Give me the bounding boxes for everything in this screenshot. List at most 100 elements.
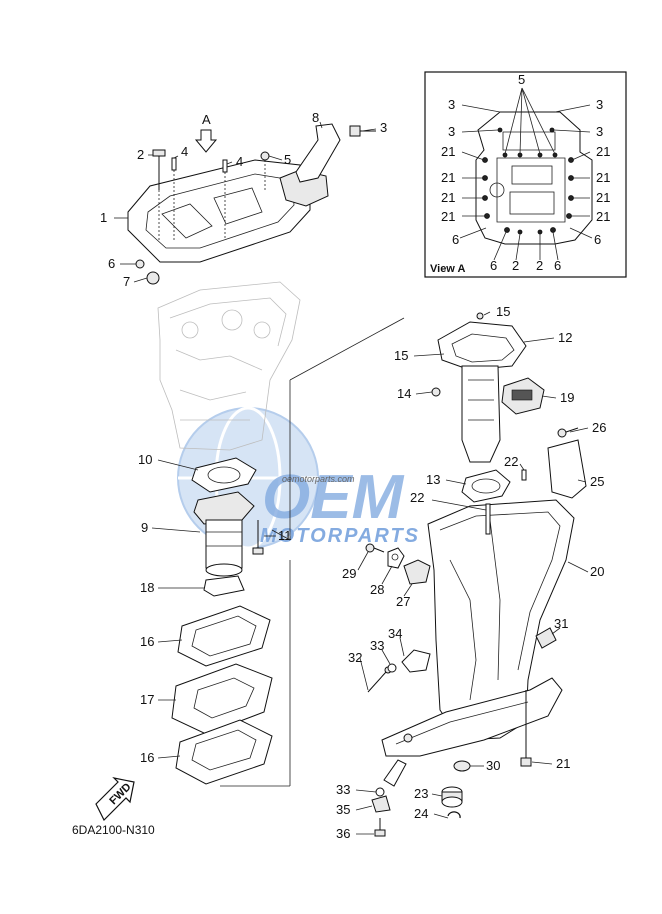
upper-plate-assembly: A (100, 110, 387, 289)
bolt-2 (152, 149, 166, 190)
callout-17: 17 (140, 692, 154, 707)
anti-ventilation-plate (381, 677, 563, 757)
callout-34: 34 (388, 626, 402, 641)
callout-22-top: 22 (504, 454, 518, 469)
callout-33-top: 33 (370, 638, 384, 653)
tube (461, 365, 501, 463)
right-upper-parts: 15 12 15 14 19 13 (394, 304, 574, 503)
callout-30: 30 (486, 758, 500, 773)
callout-21: 21 (556, 756, 570, 771)
callout-33-bottom: 33 (336, 782, 350, 797)
callout-16-bottom: 16 (140, 750, 154, 765)
upper-plate (127, 159, 311, 263)
bolt-21 (520, 690, 532, 767)
view-a-callout-21-left-2: 21 (441, 170, 455, 185)
callout-15-top: 15 (496, 304, 510, 319)
ghost-engine-block (157, 281, 301, 451)
view-a-callout-21-right-3: 21 (596, 190, 610, 205)
callout-13: 13 (426, 472, 440, 487)
view-marker-letter: A (202, 112, 211, 127)
small-parts: 29 28 27 31 34 33 32 30 23 24 33 35 36 (336, 543, 568, 841)
callout-28: 28 (370, 582, 384, 597)
group-bracket (220, 317, 405, 787)
view-a-title: View A (430, 263, 466, 275)
callout-10: 10 (138, 452, 152, 467)
callout-6: 6 (108, 256, 115, 271)
callout-20: 20 (590, 564, 604, 579)
gasket-13 (461, 469, 511, 503)
bolt-26 (557, 427, 579, 438)
callout-4-left: 4 (181, 144, 188, 159)
callout-16-top: 16 (140, 634, 154, 649)
view-a-callout-3-left-top: 3 (448, 97, 455, 112)
callout-1: 1 (100, 210, 107, 225)
view-a-callout-6-bottom-right: 6 (554, 258, 561, 273)
view-a-callout-3-right-bottom: 3 (596, 124, 603, 139)
callout-31: 31 (554, 616, 568, 631)
fwd-arrow-icon (95, 777, 135, 822)
view-a-callout-21-left-4: 21 (441, 209, 455, 224)
screw-32 (367, 666, 392, 693)
callout-23: 23 (414, 786, 428, 801)
view-a-inset: 5 3 3 3 3 21 21 21 21 21 21 21 21 6 6 6 … (424, 71, 627, 278)
view-a-callout-21-right-4: 21 (596, 209, 610, 224)
view-a-callout-21-left-1: 21 (441, 144, 455, 159)
bolt-11 (252, 520, 264, 555)
callout-35: 35 (336, 802, 350, 817)
watermark-brand: OEM (262, 463, 405, 532)
clip-28 (387, 547, 405, 569)
gasket-16-top (177, 605, 271, 667)
clip-24 (447, 811, 461, 819)
callout-14: 14 (397, 386, 411, 401)
callout-2: 2 (137, 147, 144, 162)
callout-12: 12 (558, 330, 572, 345)
fwd-indicator: FWD (95, 777, 135, 822)
gasket-16-bottom (175, 719, 273, 785)
fitting-27 (403, 559, 431, 585)
view-a-callout-21-right-2: 21 (596, 170, 610, 185)
callout-3: 3 (380, 120, 387, 135)
part-9 (193, 491, 255, 577)
view-a-callout-2-bottom-left: 2 (512, 258, 519, 273)
mount-12 (437, 321, 527, 371)
left-column-parts: 10 9 11 18 16 17 16 (138, 452, 292, 785)
callout-4-right: 4 (236, 154, 243, 169)
view-a-callout-6-bottom-left: 6 (490, 258, 497, 273)
view-a-plate (475, 111, 593, 245)
callout-22-inner: 22 (410, 490, 424, 505)
watermark-subtitle: MOTORPARTS (260, 525, 420, 547)
view-a-callout-5: 5 (518, 72, 525, 87)
drive-shaft-housing-20: 22 20 21 (381, 490, 604, 771)
callout-7: 7 (123, 274, 130, 289)
callout-36: 36 (336, 826, 350, 841)
diagram-code: 6DA2100-N310 (72, 823, 155, 837)
callout-27: 27 (396, 594, 410, 609)
callout-11: 11 (278, 528, 292, 543)
cover-plate-25: 26 25 22 (504, 420, 606, 499)
anode-31 (535, 627, 557, 649)
callout-9: 9 (141, 520, 148, 535)
grommet-23 (441, 786, 463, 808)
screw-29 (365, 543, 385, 553)
gasket-10 (191, 457, 257, 493)
bracket-8 (295, 123, 341, 183)
view-a-callout-6-left: 6 (452, 232, 459, 247)
watermark-url: oemotorparts.com (282, 474, 355, 484)
view-a-callout-2-bottom-right: 2 (536, 258, 543, 273)
callout-5: 5 (284, 152, 291, 167)
callout-26: 26 (592, 420, 606, 435)
view-a-callout-3-right-top: 3 (596, 97, 603, 112)
callout-15-left: 15 (394, 348, 408, 363)
view-a-arrow (194, 129, 218, 153)
view-a-callout-3-left-bottom: 3 (448, 124, 455, 139)
callout-8: 8 (312, 110, 319, 125)
view-a-callout-21-right-1: 21 (596, 144, 610, 159)
view-a-callout-6-right: 6 (594, 232, 601, 247)
view-a-callout-21-left-3: 21 (441, 190, 455, 205)
seal-18 (203, 575, 245, 597)
callout-29: 29 (342, 566, 356, 581)
callout-24: 24 (414, 806, 428, 821)
hose-34 (401, 649, 431, 673)
callout-18: 18 (140, 580, 154, 595)
